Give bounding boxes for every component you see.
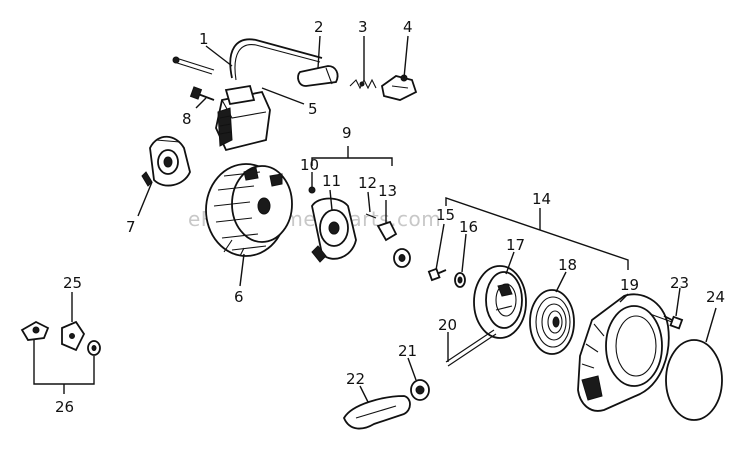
starter-rope [445, 329, 497, 367]
label-20: 20 [438, 316, 457, 334]
clutch-assembly [141, 135, 191, 187]
callout-numbers: 1 2 3 4 5 6 7 8 9 10 11 12 13 14 15 16 1… [55, 18, 725, 416]
coil-screw [189, 86, 215, 101]
label-26: 26 [55, 398, 74, 416]
rope-guide [410, 379, 430, 401]
starter-handle [342, 395, 411, 430]
spark-plug-boot [297, 65, 339, 87]
label-25: 25 [63, 274, 82, 292]
label-1: 1 [199, 30, 209, 48]
label-22: 22 [346, 370, 365, 388]
label-11: 11 [322, 172, 341, 190]
label-7: 7 [126, 218, 136, 236]
starter-pulley [473, 265, 527, 339]
label-17: 17 [506, 236, 525, 254]
starter-washer [454, 272, 466, 288]
label-13: 13 [378, 182, 397, 200]
label-23: 23 [670, 274, 689, 292]
stop-switch [381, 74, 418, 101]
recoil-spring [529, 289, 575, 355]
label-9: 9 [342, 124, 352, 142]
label-5: 5 [308, 100, 318, 118]
clutch-hub [308, 186, 398, 263]
housing-gasket [665, 339, 723, 421]
housing-screw [663, 315, 684, 330]
switch-kit [20, 320, 101, 356]
label-3: 3 [358, 18, 368, 36]
ignition-coil [172, 38, 323, 152]
leader-lines [33, 35, 717, 403]
label-10: 10 [300, 156, 319, 174]
starter-bolt [427, 267, 447, 282]
label-21: 21 [398, 342, 417, 360]
flywheel [205, 163, 293, 257]
label-15: 15 [436, 206, 455, 224]
label-12: 12 [358, 174, 377, 192]
label-24: 24 [706, 288, 725, 306]
label-8: 8 [182, 110, 192, 128]
starter-housing [577, 293, 673, 412]
label-6: 6 [234, 288, 244, 306]
label-18: 18 [558, 256, 577, 274]
terminal-spring [349, 78, 377, 90]
label-16: 16 [459, 218, 478, 236]
hub-nut [393, 248, 411, 268]
label-14: 14 [532, 190, 551, 208]
label-19: 19 [620, 276, 639, 294]
label-2: 2 [314, 18, 324, 36]
label-4: 4 [403, 18, 413, 36]
